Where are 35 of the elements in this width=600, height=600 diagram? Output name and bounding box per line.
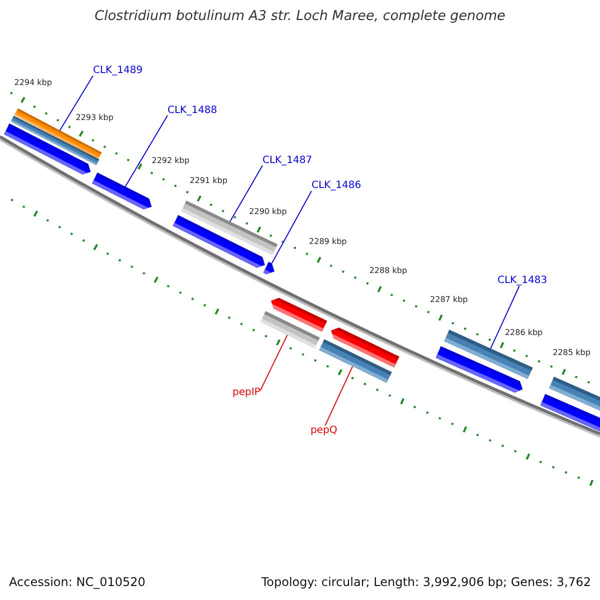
scale-label: 2291 kbp: [190, 176, 228, 185]
leader-line: [230, 165, 263, 222]
gene-feature: [271, 298, 328, 332]
gene-label: CLK_1486: [312, 181, 362, 191]
gene-feature: [436, 346, 523, 393]
leader-line: [271, 190, 312, 264]
leader-line: [490, 286, 520, 350]
scale-label: 2286 kbp: [504, 328, 543, 337]
footer-text: Topology: circular; Length: 3,992,906 bp; Genes: 3,762: [261, 576, 591, 588]
gene-feature: [263, 262, 274, 274]
gene-label: CLK_1487: [262, 156, 312, 166]
scale-label: 2287 kbp: [430, 296, 468, 304]
map-title: Clostridium botulinum A3 str. Loch Maree, complete genome: [94, 10, 506, 24]
gene-label: pepQ: [310, 426, 338, 436]
scale-label: 2294 kbp: [14, 78, 52, 87]
gene-feature: [172, 215, 265, 268]
leader-line: [260, 334, 288, 391]
gene-feature: [331, 328, 400, 368]
leader-line: [124, 115, 168, 188]
gene-feature: [92, 172, 152, 210]
feature-bar: [540, 394, 600, 432]
leader-line: [324, 366, 354, 426]
gene-label: CLK_1488: [168, 106, 218, 116]
scale-label: 2288 kbp: [369, 267, 408, 276]
scale-label: 2285 kbp: [552, 349, 590, 358]
scale-label: 2290 kbp: [249, 208, 287, 216]
footer-text: Accession: NC_010520: [9, 576, 146, 588]
gene-label: CLK_1489: [93, 66, 143, 76]
gene-label: CLK_1483: [498, 276, 548, 286]
scale-label: 2289 kbp: [309, 238, 347, 246]
gene-feature: [4, 124, 91, 174]
gene-label: pepIP: [232, 388, 260, 398]
leader-line: [59, 75, 94, 131]
scale-label: 2293 kbp: [76, 114, 114, 122]
scale-label: 2292 kbp: [152, 156, 190, 164]
